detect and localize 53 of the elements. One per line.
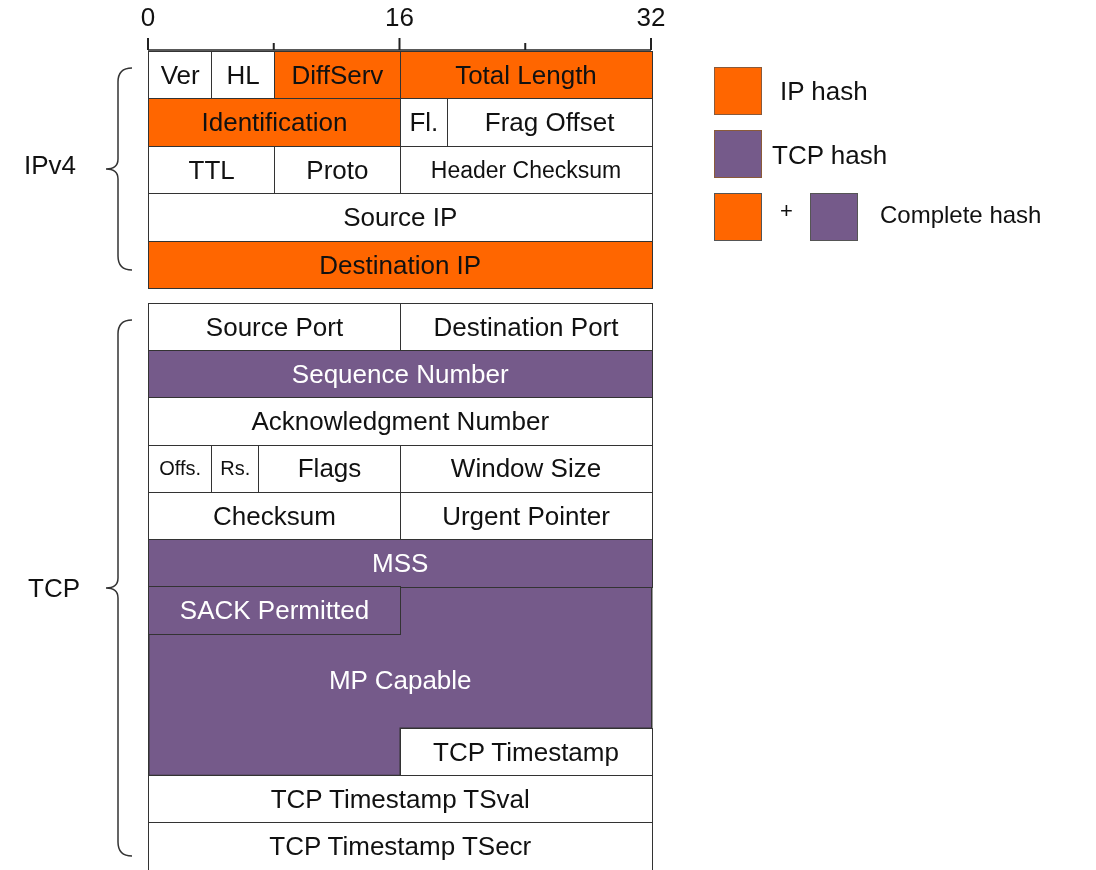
section-label: IPv4 [24,150,77,181]
field-label: Identification [201,107,348,139]
field-label: TCP Timestamp TSval [270,783,530,815]
bit-number: 0 [140,2,156,33]
field-label: MSS [372,547,429,579]
header-field [399,51,653,100]
field-label: Acknowledgment Number [251,406,550,438]
field-label: Urgent Pointer [442,500,610,532]
field-label: MP Capable [328,664,472,696]
section-label: TCP [28,573,80,604]
field-label: Flags [297,453,362,485]
bit-number: 32 [636,2,666,33]
field-label: TCP Timestamp TSecr [269,831,532,863]
field-label: Ver [160,59,200,91]
header-field [148,397,653,447]
legend-label: IP hash [780,76,868,107]
field-label: TTL [188,154,235,186]
header-field [399,303,653,352]
header-field [273,51,401,100]
header-field [148,193,653,243]
option-region [148,586,653,777]
field-label: Total Length [455,59,597,91]
legend-label: Complete hash [880,201,1042,229]
header-field [148,822,653,870]
legend-label: TCP hash [772,140,888,171]
bit-number: 16 [385,2,414,33]
header-field [148,539,653,588]
field-label: Window Size [450,453,602,485]
field-label: Destination IP [319,249,482,281]
header-field [148,240,653,290]
header-field [148,51,213,100]
field-label: Frag Offset [484,107,615,139]
header-field [148,586,401,635]
field-label: Rs. [220,457,251,481]
field-label: Checksum [213,500,336,532]
field-label: Offs. [159,457,202,481]
field-label: Source IP [343,202,458,234]
field-label: Fl. [409,107,439,139]
header-field [148,350,653,399]
field-label: TCP Timestamp [433,736,619,768]
header-field [148,775,653,824]
header-field [148,98,401,148]
plus-sign: + [780,198,793,224]
field-label: HL [226,59,260,91]
field-label: SACK Permitted [179,595,370,627]
header-field [148,303,401,352]
header-field [446,98,653,148]
field-label: Proto [306,154,369,186]
field-label: Destination Port [433,311,619,343]
field-label: Header Checksum [430,156,622,184]
field-label: Sequence Number [291,359,509,391]
field-label: DiffServ [291,59,384,91]
field-label: Source Port [205,311,344,343]
